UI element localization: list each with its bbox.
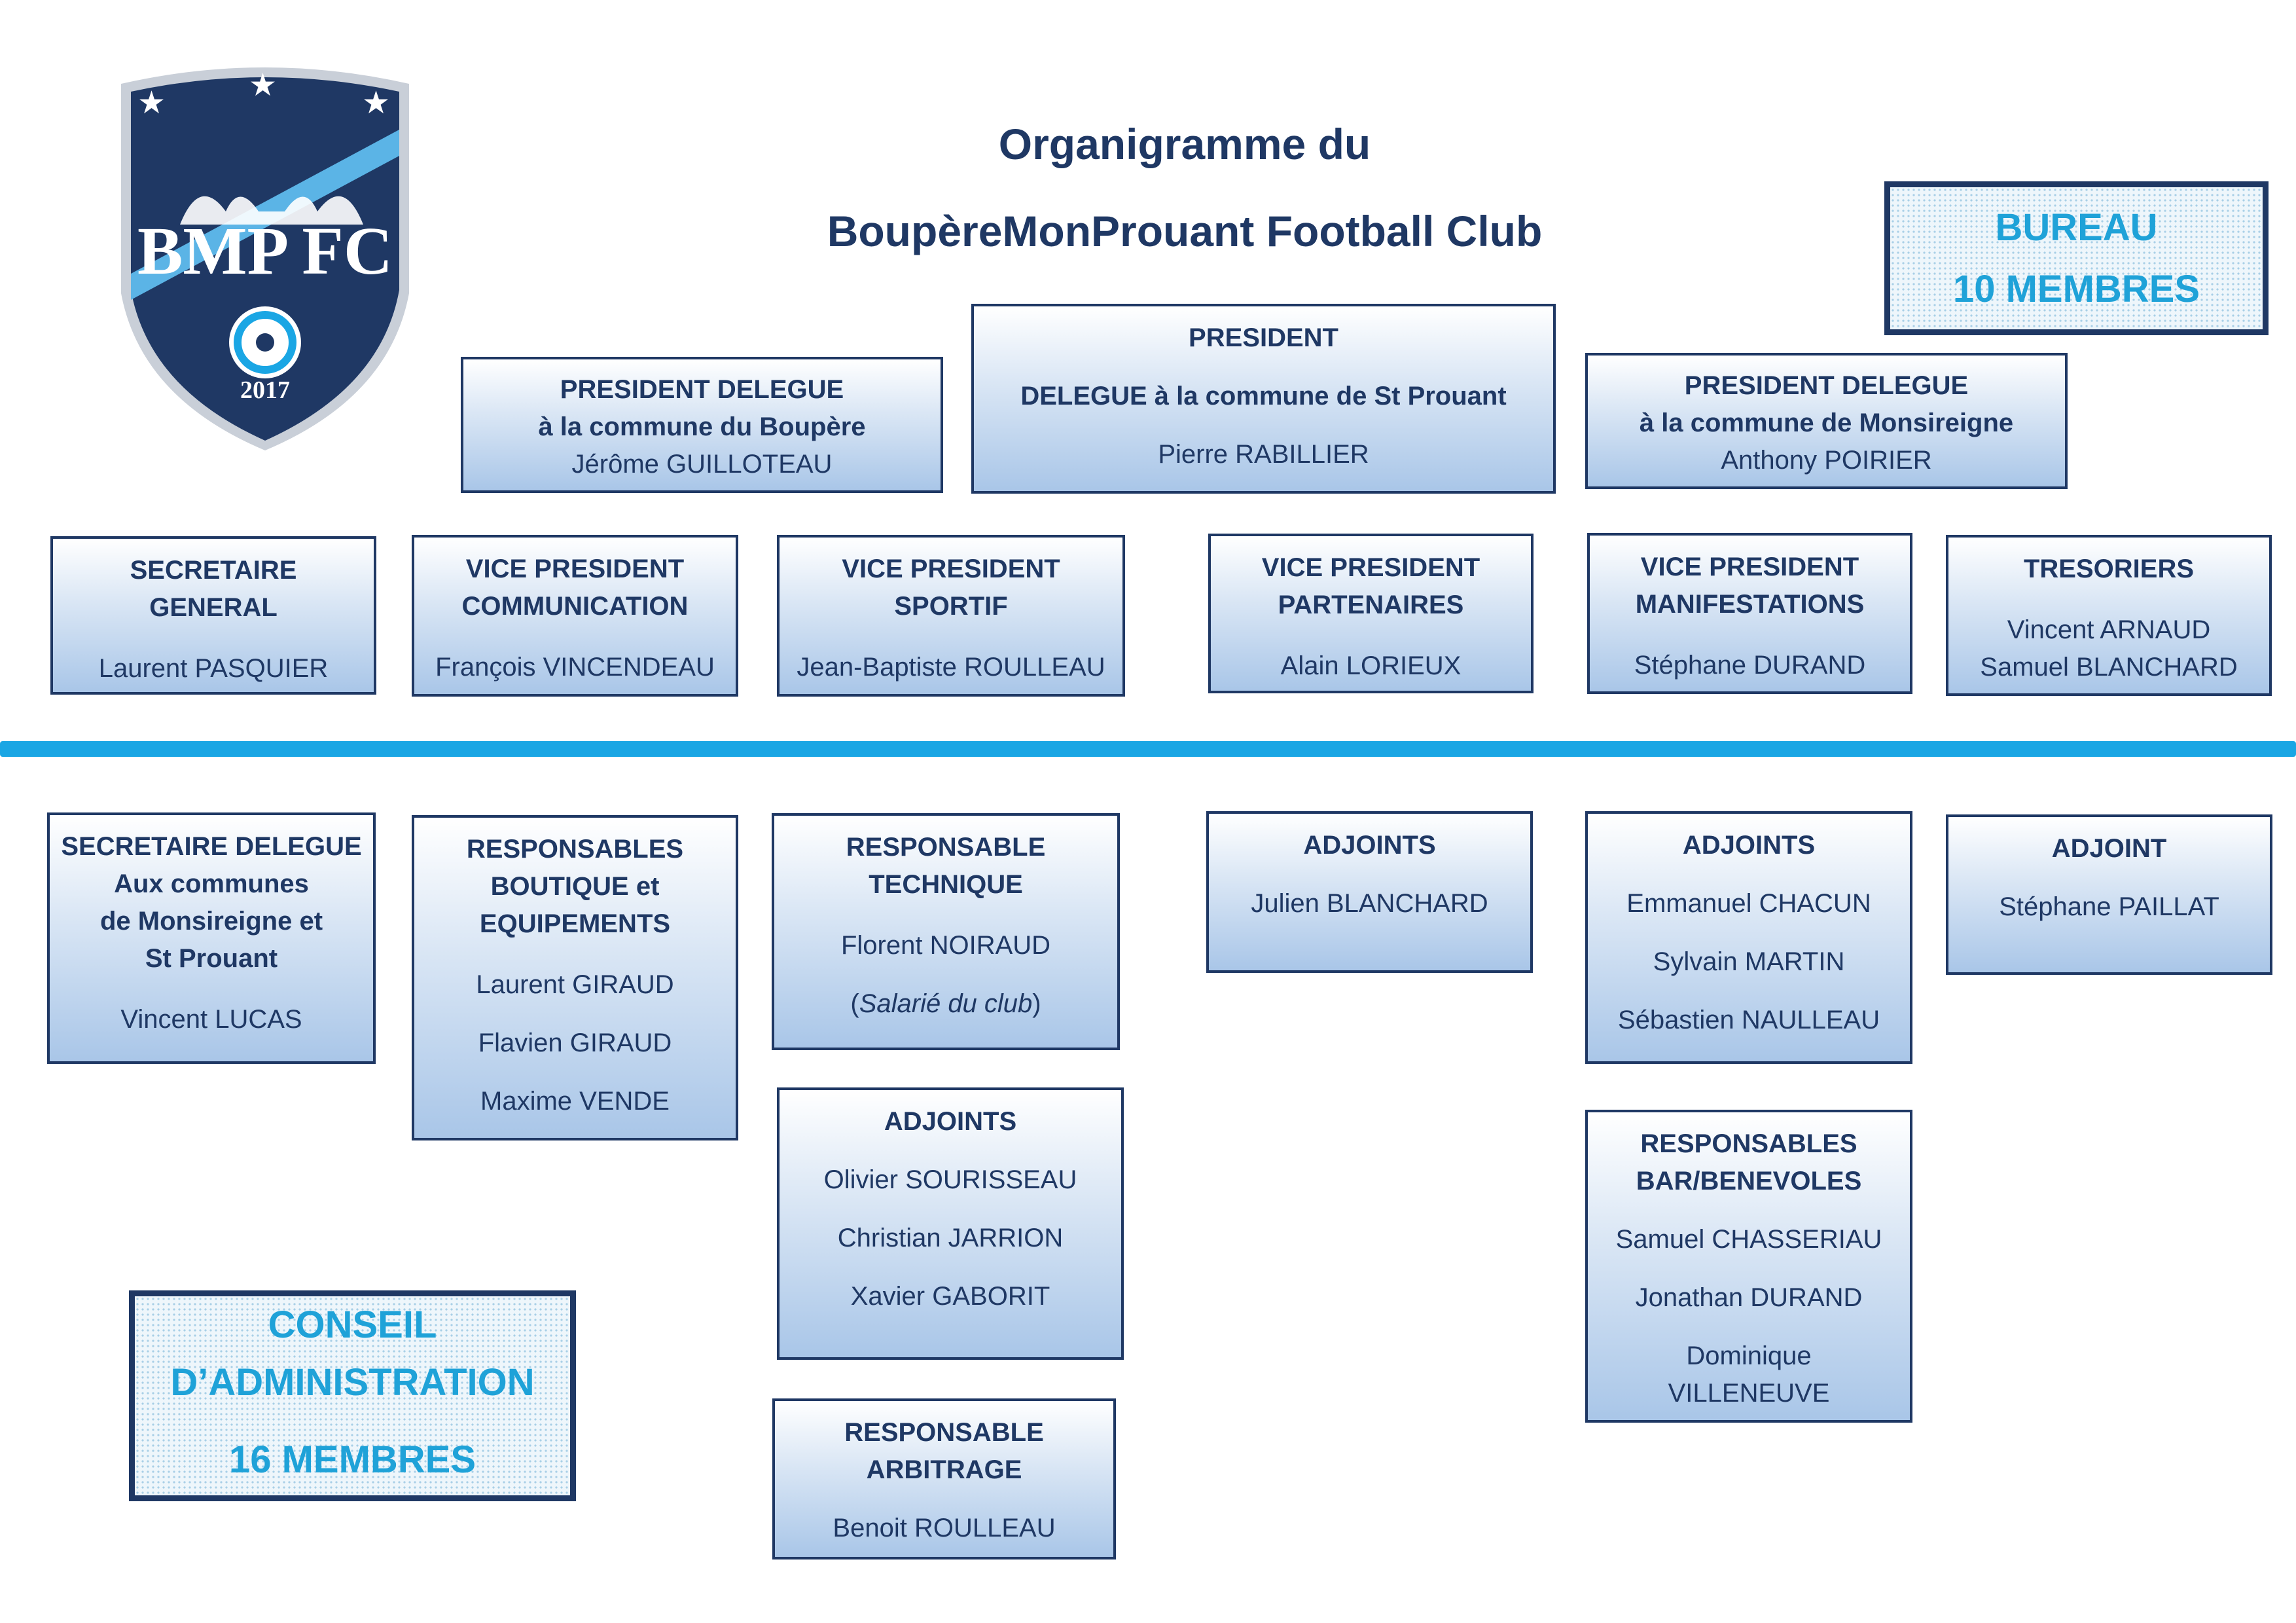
- club-logo: ★ ★ ★ BMP FC 2017: [121, 67, 409, 450]
- secretaire-delegue-name: Vincent LUCAS: [120, 1005, 302, 1034]
- responsables-boutique-title: RESPONSABLES BOUTIQUE et EQUIPEMENTS: [466, 835, 684, 938]
- responsable-boutique-name: Laurent GIRAUD: [476, 970, 674, 999]
- president-box: PRESIDENT DELEGUE à la commune de St Pro…: [971, 304, 1556, 494]
- pd-monsireigne-name: Anthony POIRIER: [1721, 446, 1932, 475]
- pd-boupere-title: PRESIDENT DELEGUE: [560, 375, 844, 404]
- conseil-count: 16 MEMBRES: [228, 1438, 476, 1481]
- president-delegue-monsireigne-box: PRESIDENT DELEGUE à la commune de Monsir…: [1585, 353, 2068, 489]
- vp-communication-title: VICE PRESIDENT COMMUNICATION: [461, 555, 689, 621]
- vp-partenaires-box: VICE PRESIDENT PARTENAIRES Alain LORIEUX: [1208, 534, 1534, 693]
- adjoints-sportif-box: ADJOINTS Olivier SOURISSEAU Christian JA…: [777, 1087, 1124, 1360]
- page-title-line-2: BoupèreMonProuant Football Club: [827, 207, 1543, 255]
- adjoint-manifestations-name: Emmanuel CHACUN: [1626, 889, 1871, 918]
- adjoint-manifestations-name: Sébastien NAULLEAU: [1617, 1006, 1880, 1034]
- bureau-badge: BUREAU 10 MEMBRES: [1884, 181, 2269, 335]
- responsables-bar-title: RESPONSABLES BAR/BENEVOLES: [1636, 1129, 1862, 1195]
- tresorier-name: Samuel BLANCHARD: [1980, 653, 2238, 682]
- adjoint-sportif-name: Olivier SOURISSEAU: [823, 1165, 1077, 1194]
- adjoint-tresorier-title: ADJOINT: [2051, 834, 2167, 863]
- page-title-line-1: Organigramme du: [998, 120, 1371, 168]
- section-divider: [0, 741, 2296, 757]
- president-title: PRESIDENT: [1189, 323, 1338, 352]
- responsable-bar-name: VILLENEUVE: [1668, 1379, 1830, 1408]
- adjoint-manifestations-name: Sylvain MARTIN: [1653, 947, 1845, 976]
- bureau-label: BUREAU: [1995, 206, 2158, 249]
- responsable-bar-name: Jonathan DURAND: [1635, 1283, 1863, 1312]
- star-icon: ★: [249, 67, 277, 103]
- responsable-arbitrage-title: RESPONSABLE ARBITRAGE: [844, 1418, 1044, 1484]
- conseil-badge: CONSEIL D’ADMINISTRATION 16 MEMBRES: [129, 1290, 576, 1501]
- secretaire-general-name: Laurent PASQUIER: [98, 654, 329, 683]
- pd-boupere-subtitle: à la commune du Boupère: [538, 412, 866, 441]
- secretaire-delegue-box: SECRETAIRE DELEGUE Aux communes de Monsi…: [47, 812, 376, 1064]
- adjoint-sportif-name: Christian JARRION: [837, 1224, 1064, 1252]
- vp-manifestations-title: VICE PRESIDENT MANIFESTATIONS: [1635, 553, 1865, 619]
- responsable-boutique-name: Flavien GIRAUD: [478, 1029, 672, 1057]
- logo-text: BMP FC: [137, 213, 393, 289]
- pd-monsireigne-subtitle: à la commune de Monsireigne: [1639, 409, 2014, 437]
- adjoints-manifestations-box: ADJOINTS Emmanuel CHACUN Sylvain MARTIN …: [1585, 811, 1912, 1064]
- adjoint-sportif-name: Xavier GABORIT: [850, 1282, 1050, 1311]
- responsables-boutique-box: RESPONSABLES BOUTIQUE et EQUIPEMENTS Lau…: [412, 815, 738, 1140]
- responsable-technique-title: RESPONSABLE TECHNIQUE: [846, 833, 1046, 899]
- pd-boupere-name: Jérôme GUILLOTEAU: [571, 450, 833, 479]
- responsable-bar-name: Dominique: [1686, 1341, 1812, 1370]
- vp-sportif-name: Jean-Baptiste ROULLEAU: [797, 653, 1105, 682]
- vp-communication-name: François VINCENDEAU: [435, 653, 715, 682]
- adjoints-manifestations-title: ADJOINTS: [1682, 831, 1816, 860]
- logo-year: 2017: [240, 376, 290, 404]
- tresoriers-box: TRESORIERS Vincent ARNAUD Samuel BLANCHA…: [1946, 535, 2272, 696]
- vp-partenaires-title: VICE PRESIDENT PARTENAIRES: [1261, 553, 1480, 619]
- tresorier-name: Vincent ARNAUD: [2007, 615, 2211, 644]
- bureau-count: 10 MEMBRES: [1952, 268, 2200, 311]
- responsable-arbitrage-name: Benoit ROULLEAU: [833, 1514, 1056, 1542]
- vp-partenaires-name: Alain LORIEUX: [1280, 651, 1462, 680]
- conseil-label-2: D’ADMINISTRATION: [170, 1361, 535, 1404]
- adjoint-partenaires-name: Julien BLANCHARD: [1251, 889, 1488, 918]
- vp-sportif-box: VICE PRESIDENT SPORTIF Jean-Baptiste ROU…: [777, 535, 1125, 697]
- secretaire-delegue-title: SECRETAIRE DELEGUE Aux communes de Monsi…: [61, 832, 362, 973]
- vp-manifestations-name: Stéphane DURAND: [1634, 651, 1866, 680]
- adjoint-tresorier-box: ADJOINT Stéphane PAILLAT: [1946, 814, 2272, 975]
- adjoints-partenaires-title: ADJOINTS: [1303, 831, 1436, 860]
- vp-manifestations-box: VICE PRESIDENT MANIFESTATIONS Stéphane D…: [1587, 533, 1912, 694]
- responsable-technique-note: (Salarié du club): [850, 989, 1041, 1018]
- responsable-boutique-name: Maxime VENDE: [480, 1087, 670, 1116]
- tresoriers-title: TRESORIERS: [2023, 555, 2195, 583]
- pd-monsireigne-title: PRESIDENT DELEGUE: [1684, 371, 1969, 400]
- president-delegue-boupere-box: PRESIDENT DELEGUE à la commune du Boupèr…: [461, 357, 943, 493]
- conseil-label-1: CONSEIL: [268, 1304, 437, 1346]
- secretaire-general-title: SECRETAIRE GENERAL: [130, 556, 297, 622]
- adjoints-partenaires-box: ADJOINTS Julien BLANCHARD: [1206, 811, 1533, 973]
- vp-communication-box: VICE PRESIDENT COMMUNICATION François VI…: [412, 535, 738, 697]
- star-icon: ★: [362, 84, 390, 121]
- responsable-bar-name: Samuel CHASSERIAU: [1615, 1225, 1882, 1254]
- adjoints-sportif-title: ADJOINTS: [884, 1107, 1017, 1136]
- responsable-technique-name: Florent NOIRAUD: [840, 931, 1051, 960]
- president-name: Pierre RABILLIER: [1158, 440, 1369, 469]
- responsable-technique-box: RESPONSABLE TECHNIQUE Florent NOIRAUD (S…: [772, 813, 1120, 1050]
- secretaire-general-box: SECRETAIRE GENERAL Laurent PASQUIER: [50, 536, 376, 695]
- responsable-arbitrage-box: RESPONSABLE ARBITRAGE Benoit ROULLEAU: [772, 1398, 1116, 1559]
- adjoint-tresorier-name: Stéphane PAILLAT: [1999, 892, 2219, 921]
- star-icon: ★: [137, 84, 166, 121]
- president-subtitle: DELEGUE à la commune de St Prouant: [1020, 382, 1507, 410]
- responsables-bar-box: RESPONSABLES BAR/BENEVOLES Samuel CHASSE…: [1585, 1110, 1912, 1423]
- vp-sportif-title: VICE PRESIDENT SPORTIF: [842, 555, 1060, 621]
